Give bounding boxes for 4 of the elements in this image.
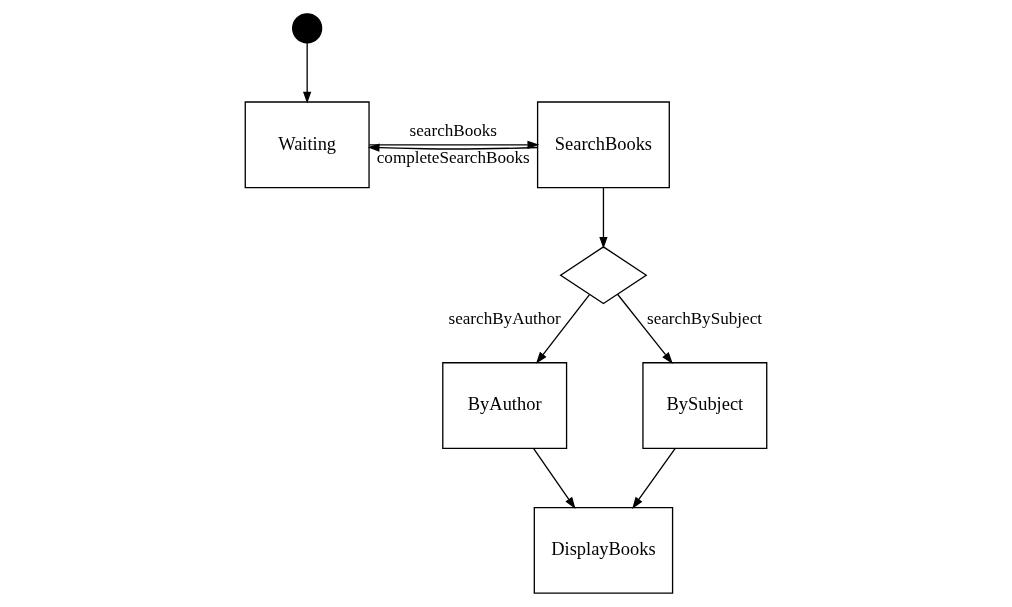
- edge-label: searchByAuthor: [448, 308, 561, 328]
- edge-label: searchBooks: [409, 121, 498, 141]
- edge-label: searchBySubject: [647, 308, 762, 328]
- edge-label: completeSearchBooks: [376, 147, 530, 167]
